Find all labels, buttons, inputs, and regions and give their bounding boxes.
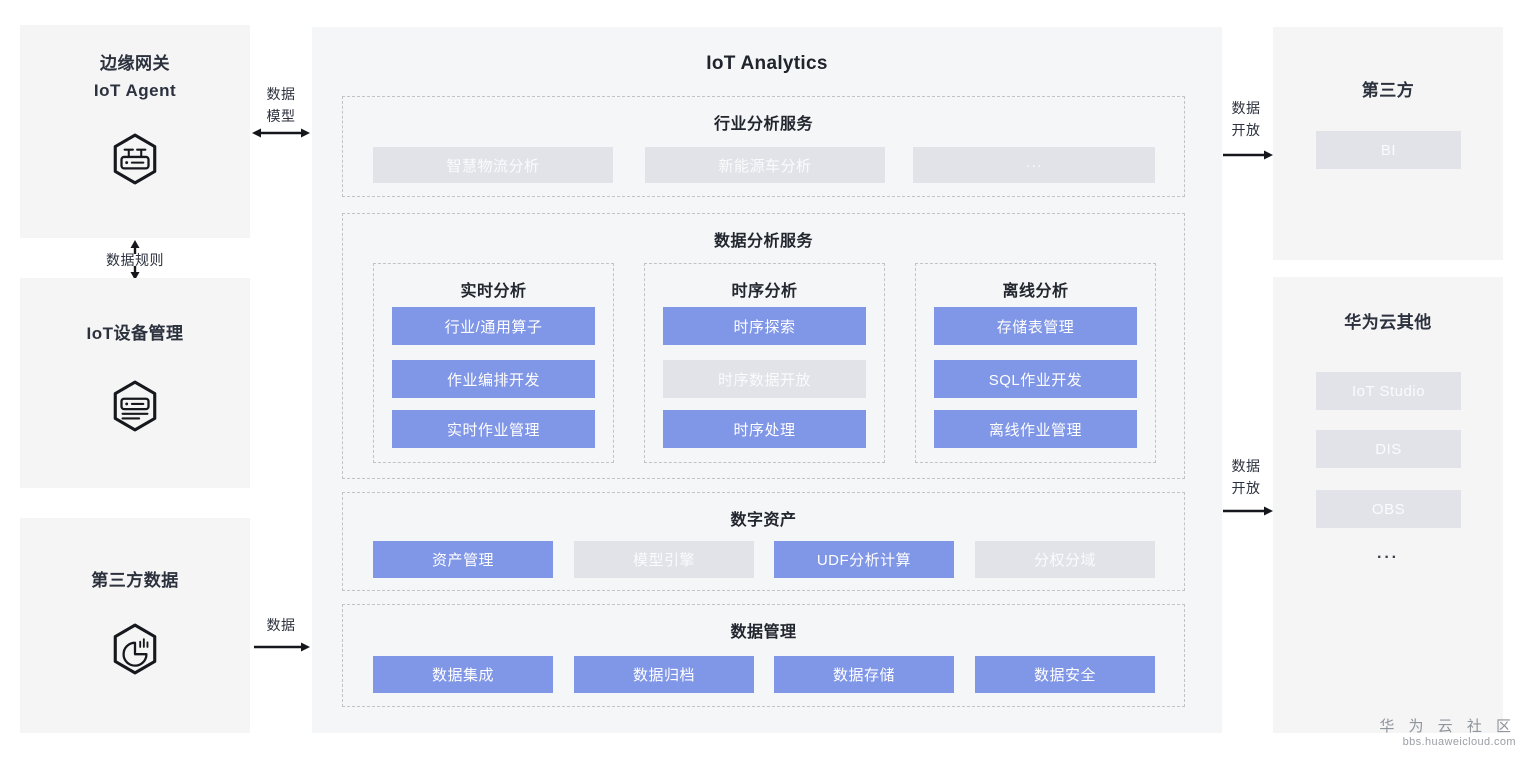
data-open-top-line1: 数据: [1231, 100, 1261, 116]
section-data-mgmt: 数据管理 数据集成 数据归档 数据存储 数据安全: [342, 604, 1185, 707]
chip-storage-table-mgmt: 存储表管理: [934, 307, 1137, 345]
data-rules-arrow-up-icon: [130, 240, 140, 254]
data-open-top-label: 数据 开放: [1222, 97, 1270, 141]
section-digital-asset: 数字资产 资产管理 模型引擎 UDF分析计算 分权分域: [342, 492, 1185, 591]
section-industry-analysis: 行业分析服务 智慧物流分析 新能源车分析 ···: [342, 96, 1185, 197]
edge-gateway-title: 边缘网关 IoT Agent: [20, 25, 250, 104]
edge-gateway-title-line2: IoT Agent: [93, 81, 177, 100]
chip-data-security: 数据安全: [975, 656, 1155, 693]
panel-iot-analytics: IoT Analytics 行业分析服务 智慧物流分析 新能源车分析 ··· 数…: [312, 27, 1222, 733]
chip-realtime-job-mgmt: 实时作业管理: [392, 410, 595, 448]
data-open-top-arrow-icon: [1223, 150, 1273, 160]
chip-industry-more: ···: [913, 147, 1155, 183]
iot-device-mgmt-title: IoT设备管理: [86, 324, 184, 343]
data-model-label-line1: 数据: [266, 86, 296, 102]
pie-chart-hexagon-icon: [113, 623, 157, 675]
group-realtime-analysis: 实时分析 行业/通用算子 作业编排开发 实时作业管理: [373, 263, 614, 463]
data-mgmt-section-title: 数据管理: [730, 624, 797, 641]
panel-third-party-data: 第三方数据: [20, 518, 250, 733]
chip-data-archive: 数据归档: [574, 656, 754, 693]
data-open-top-line2: 开放: [1231, 122, 1261, 138]
chip-timeseries-data-open: 时序数据开放: [663, 360, 866, 398]
data-model-label: 数据 模型: [252, 83, 310, 127]
device-list-hexagon-icon: [113, 380, 157, 432]
panel-third-party: 第三方 BI: [1273, 27, 1503, 260]
data-model-double-arrow-icon: [252, 128, 310, 138]
timeseries-group-title: 时序分析: [731, 283, 798, 300]
iot-analytics-title: IoT Analytics: [706, 53, 828, 74]
chip-dis: DIS: [1316, 430, 1461, 468]
chip-job-orchestration: 作业编排开发: [392, 360, 595, 398]
data-rules-arrow-down-icon: [130, 266, 140, 280]
group-timeseries-analysis: 时序分析 时序探索 时序数据开放 时序处理: [644, 263, 885, 463]
data-analysis-section-title: 数据分析服务: [713, 233, 813, 250]
industry-section-title: 行业分析服务: [713, 116, 813, 133]
chip-new-energy-vehicle: 新能源车分析: [645, 147, 885, 183]
realtime-group-title: 实时分析: [460, 283, 527, 300]
chip-udf-analysis: UDF分析计算: [774, 541, 954, 578]
chip-obs: OBS: [1316, 490, 1461, 528]
chip-data-integration: 数据集成: [373, 656, 553, 693]
panel-iot-device-mgmt: IoT设备管理: [20, 278, 250, 488]
data-rules-label: 数据规则: [106, 252, 164, 268]
group-offline-analysis: 离线分析 存储表管理 SQL作业开发 离线作业管理: [915, 263, 1156, 463]
data-open-bottom-arrow-icon: [1223, 506, 1273, 516]
watermark-line2: bbs.huaweicloud.com: [1402, 736, 1516, 748]
panel-huawei-cloud-other: 华为云其他 IoT Studio DIS OBS ···: [1273, 277, 1503, 733]
chip-model-engine: 模型引擎: [574, 541, 754, 578]
data-open-bottom-line1: 数据: [1231, 458, 1261, 474]
data-label: 数据: [266, 617, 296, 633]
data-model-label-line2: 模型: [266, 108, 296, 124]
chip-timeseries-processing: 时序处理: [663, 410, 866, 448]
community-watermark: 华 为 云 社 区 bbs.huaweicloud.com: [1379, 718, 1516, 748]
panel-edge-gateway: 边缘网关 IoT Agent: [20, 25, 250, 238]
digital-asset-section-title: 数字资产: [730, 512, 797, 529]
chip-industry-operators: 行业/通用算子: [392, 307, 595, 345]
chip-iot-studio: IoT Studio: [1316, 372, 1461, 410]
data-open-bottom-label: 数据 开放: [1222, 455, 1270, 499]
huawei-other-title: 华为云其他: [1344, 313, 1432, 332]
third-party-data-title: 第三方数据: [91, 571, 179, 590]
router-hexagon-icon: [113, 133, 157, 185]
offline-group-title: 离线分析: [1002, 283, 1069, 300]
watermark-line1: 华 为 云 社 区: [1379, 718, 1516, 735]
data-arrow-icon: [254, 642, 310, 652]
third-party-title: 第三方: [1361, 81, 1415, 100]
chip-smart-logistics: 智慧物流分析: [373, 147, 613, 183]
chip-permission-domain: 分权分域: [975, 541, 1155, 578]
chip-bi: BI: [1316, 131, 1461, 169]
huawei-other-more: ···: [1377, 549, 1399, 566]
chip-asset-mgmt: 资产管理: [373, 541, 553, 578]
chip-sql-job-dev: SQL作业开发: [934, 360, 1137, 398]
edge-gateway-title-line1: 边缘网关: [100, 54, 170, 73]
section-data-analysis: 数据分析服务 实时分析 行业/通用算子 作业编排开发 实时作业管理 时序分析 时…: [342, 213, 1185, 479]
chip-offline-job-mgmt: 离线作业管理: [934, 410, 1137, 448]
chip-data-storage: 数据存储: [774, 656, 954, 693]
data-open-bottom-line2: 开放: [1231, 480, 1261, 496]
chip-timeseries-explore: 时序探索: [663, 307, 866, 345]
